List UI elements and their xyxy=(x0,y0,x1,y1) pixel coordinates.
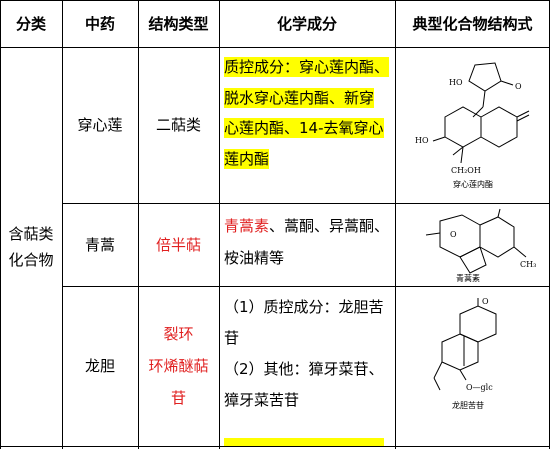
andrographolide-structure: HO O HO CH₂OH 穿心莲内酯 xyxy=(415,62,530,189)
row3-comp-line-3: （2）其他：獐牙菜苷、 xyxy=(224,360,384,378)
formula1-o: O xyxy=(515,82,522,91)
category-line-2: 化合物 xyxy=(8,250,54,269)
row2-comp-highlight: 青蒿素 xyxy=(224,217,270,235)
formula1-ho-left: HO xyxy=(415,136,429,145)
row2-herb: 青蒿 xyxy=(84,235,115,254)
row1-comp-line-1: 质控成分：穿心莲内酯、 xyxy=(224,57,390,77)
row3-comp-line-2: 苷 xyxy=(224,329,240,347)
row3-bottom-line xyxy=(0,446,550,447)
col3-line xyxy=(219,0,220,449)
formula2-caption: 青蒿素 xyxy=(456,273,480,283)
artemisinin-structure: O CH₃ 青蒿素 xyxy=(425,208,536,283)
formula1-ch2oh: CH₂OH xyxy=(451,166,481,175)
header-components: 化学成分 xyxy=(276,14,337,33)
row2-bottom-line xyxy=(62,286,550,287)
row3-herb: 龙胆 xyxy=(84,357,115,375)
formula2-ch3: CH₃ xyxy=(520,260,536,269)
formula2-o: O xyxy=(450,230,457,239)
header-structure-type: 结构类型 xyxy=(148,14,209,33)
row2-components: 青蒿素、蒿酮、异蒿酮、 桉油精等 xyxy=(224,210,392,274)
row3-struct-line-1: 裂环 xyxy=(163,325,194,343)
formula3-o: O xyxy=(482,297,489,306)
row1-structure-type: 二萜类 xyxy=(155,116,201,134)
header-herb: 中药 xyxy=(84,14,115,33)
row2-comp-rest: 、蒿酮、异蒿酮、 xyxy=(269,217,390,235)
row1-components: 质控成分：穿心莲内酯、 脱水穿心莲内酯、新穿 心莲内酯、14-去氧穿心 莲内酯 xyxy=(224,52,392,174)
header-formula: 典型化合物结构式 xyxy=(412,14,533,33)
border-top xyxy=(0,0,550,1)
row3-struct-line-3: 苷 xyxy=(170,389,186,407)
col2-line xyxy=(138,0,139,449)
row3-struct-line-2: 环烯醚萜 xyxy=(148,357,209,375)
category-cell: 含萜类 化合物 xyxy=(0,47,62,446)
row3-structure-type: 裂环 环烯醚萜 苷 xyxy=(138,286,219,446)
row1-herb: 穿心莲 xyxy=(77,116,123,134)
header-category: 分类 xyxy=(15,14,46,33)
row1-comp-line-3: 心莲内酯、14-去氧穿心 xyxy=(224,118,384,138)
row3-components: （1）质控成分：龙胆苦 苷 （2）其他：獐牙菜苷、 獐牙菜苦苷 xyxy=(224,292,392,416)
row1-comp-line-4: 莲内酯 xyxy=(224,148,270,169)
row2-structure-type: 倍半萜 xyxy=(155,235,201,254)
category-line-1: 含萜类 xyxy=(8,224,54,243)
border-left xyxy=(0,0,1,449)
row3-comp-line-4: 獐牙菜苦苷 xyxy=(224,391,300,409)
gentiopicroside-structure: O O—glc 龙胆苦苷 xyxy=(433,297,497,410)
row1-bottom-line xyxy=(62,203,550,204)
row3-highlight-strip xyxy=(224,438,384,446)
formula3-glc: O—glc xyxy=(466,383,493,392)
formula1-caption: 穿心莲内酯 xyxy=(453,179,493,189)
row2-comp-line-2: 桉油精等 xyxy=(224,249,285,267)
header-bottom-line xyxy=(0,47,550,48)
col4-line xyxy=(395,0,396,449)
formula1-ho-top: HO xyxy=(449,78,463,87)
col1-line xyxy=(62,0,63,449)
row1-comp-line-2: 脱水穿心莲内酯、新穿 xyxy=(224,87,375,108)
row3-comp-line-1: （1）质控成分：龙胆苦 xyxy=(224,298,384,316)
formula3-caption: 龙胆苦苷 xyxy=(452,400,484,410)
